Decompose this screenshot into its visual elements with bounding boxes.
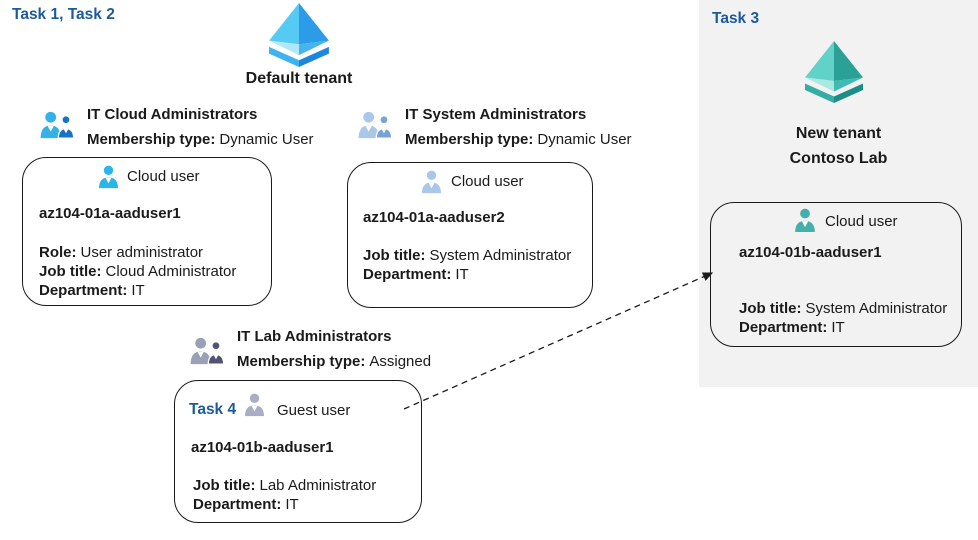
default-tenant-title: Default tenant bbox=[245, 70, 353, 87]
new-tenant-panel: Task 3 New tenant Contoso Lab bbox=[699, 0, 978, 387]
membership-type-label: Membership type: bbox=[237, 353, 366, 370]
guest-user-icon bbox=[241, 392, 268, 419]
group-name: IT Cloud Administrators bbox=[87, 106, 258, 123]
username: az104-01a-aaduser2 bbox=[363, 209, 505, 226]
new-tenant-line1: New tenant bbox=[795, 125, 882, 142]
user-card-aaduser1: Cloud user az104-01a-aaduser1 Role:User … bbox=[22, 157, 272, 306]
cloud-user-icon bbox=[95, 164, 122, 191]
field-job-title: Job title:Lab Administrator bbox=[193, 477, 377, 494]
task12-label: Task 1, Task 2 bbox=[12, 6, 115, 23]
membership-type-value: Dynamic User bbox=[537, 131, 632, 148]
user-type-label: Guest user bbox=[277, 402, 351, 419]
group-name: IT Lab Administrators bbox=[237, 328, 392, 345]
task4-label: Task 4 bbox=[189, 401, 237, 418]
field-role: Role:User administrator bbox=[39, 244, 204, 261]
membership-type-value: Dynamic User bbox=[219, 131, 314, 148]
field-department: Department:IT bbox=[193, 496, 299, 513]
user-type-label: Cloud user bbox=[451, 173, 524, 190]
group-it-lab-admins: IT Lab Administrators Membership type:As… bbox=[188, 326, 431, 373]
cloud-user-icon bbox=[418, 169, 445, 196]
user-card-aaduser2: Cloud user az104-01a-aaduser2 Job title:… bbox=[347, 162, 593, 308]
membership-type-label: Membership type: bbox=[87, 131, 216, 148]
username: az104-01b-aaduser1 bbox=[191, 439, 334, 456]
field-department: Department:IT bbox=[739, 319, 845, 336]
guest-user-card: Task 4 Guest user az104-01b-aaduser1 Job… bbox=[174, 380, 422, 523]
new-tenant-line2: Contoso Lab bbox=[789, 150, 888, 167]
user-type-label: Cloud user bbox=[825, 213, 898, 230]
field-job-title: Job title:System Administrator bbox=[739, 300, 948, 317]
field-department: Department:IT bbox=[39, 282, 145, 299]
group-name: IT System Administrators bbox=[405, 106, 587, 123]
new-tenant-title: New tenant Contoso Lab bbox=[699, 121, 978, 171]
group-it-system-admins: IT System Administrators Membership type… bbox=[356, 104, 632, 151]
username: az104-01a-aaduser1 bbox=[39, 205, 181, 222]
azure-ad-icon bbox=[259, 2, 339, 68]
field-department: Department:IT bbox=[363, 266, 469, 283]
user-type-label: Cloud user bbox=[127, 168, 200, 185]
membership-type-label: Membership type: bbox=[405, 131, 534, 148]
field-job-title: Job title:System Administrator bbox=[363, 247, 572, 264]
username: az104-01b-aaduser1 bbox=[739, 244, 882, 261]
group-icon bbox=[356, 110, 394, 139]
field-job-title: Job title:Cloud Administrator bbox=[39, 263, 237, 280]
group-icon bbox=[188, 336, 226, 365]
cloud-user-icon bbox=[791, 207, 819, 235]
group-it-cloud-admins: IT Cloud Administrators Membership type:… bbox=[38, 104, 314, 151]
new-tenant-user-card: Cloud user az104-01b-aaduser1 Job title:… bbox=[710, 202, 962, 347]
task3-label: Task 3 bbox=[712, 10, 760, 27]
membership-type-value: Assigned bbox=[369, 353, 432, 370]
azure-ad-teal-icon bbox=[797, 40, 871, 104]
group-icon bbox=[38, 110, 76, 139]
